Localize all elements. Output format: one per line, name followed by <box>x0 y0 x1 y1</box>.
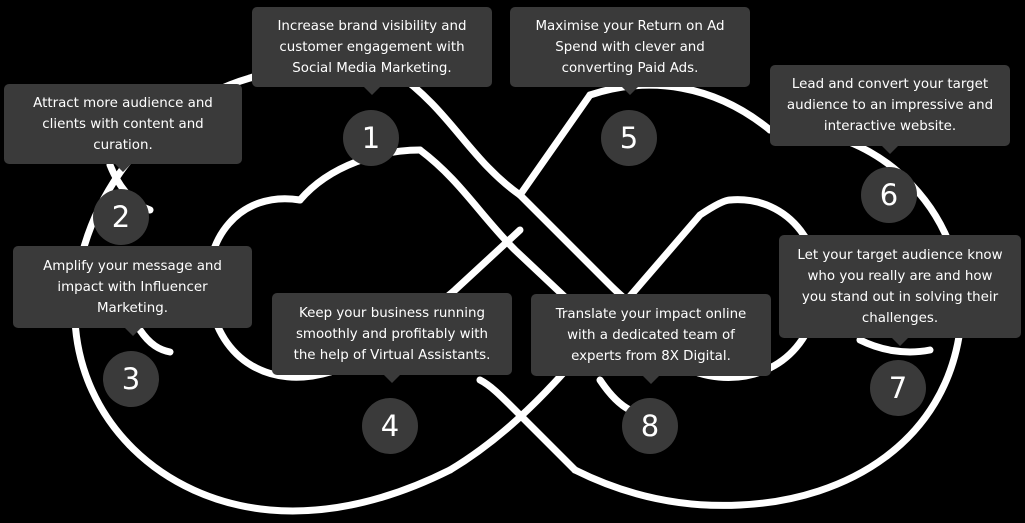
callout-step-8: Translate your impact online with a dedi… <box>531 294 771 384</box>
step-number-badge-8: 8 <box>622 398 678 454</box>
callout-step-4: Keep your business running smoothly and … <box>272 293 512 383</box>
callout-line: customer engagement with <box>279 39 465 55</box>
callout-line: Social Media Marketing. <box>292 60 452 76</box>
cross-ribbon-b <box>416 146 604 334</box>
callout-line: Let your target audience know <box>797 247 1003 263</box>
step-number-badge-5: 5 <box>601 110 657 166</box>
callout-line: Maximise your Return on Ad <box>535 18 725 34</box>
callout-step-3: Amplify your message and impact with Inf… <box>13 246 252 336</box>
right-top-arc <box>586 81 774 134</box>
callout-line: smoothly and profitably with <box>295 326 489 342</box>
step-number-badge-6: 6 <box>861 167 917 223</box>
step-number-badge-2: 2 <box>93 189 149 245</box>
callout-line: Increase brand visibility and <box>277 18 467 34</box>
callout-text-4: Keep your business running smoothly and … <box>294 303 491 366</box>
callout-step-7: Let your target audience know who you re… <box>779 235 1021 346</box>
callout-step-1: Increase brand visibility and customer e… <box>252 7 492 95</box>
tail-7 <box>856 336 934 356</box>
callout-text-6: Lead and convert your target audience to… <box>787 74 993 137</box>
callout-line: Translate your impact online <box>555 306 747 322</box>
callout-text-8: Translate your impact online with a dedi… <box>556 304 747 367</box>
callout-text-7: Let your target audience know who you re… <box>797 245 1002 329</box>
callout-line: who you really are and how <box>807 268 993 284</box>
tail-8 <box>596 376 634 414</box>
callout-line: Keep your business running <box>298 305 485 321</box>
callout-line: you stand out in solving their <box>801 289 999 305</box>
callout-text-5: Maximise your Return on Ad Spend with cl… <box>535 16 724 79</box>
callout-line: Spend with clever and <box>555 39 705 55</box>
callout-line: Marketing. <box>97 300 168 316</box>
callout-step-2: Attract more audience and clients with c… <box>4 84 242 172</box>
callout-step-5: Maximise your Return on Ad Spend with cl… <box>510 7 750 95</box>
callout-line: the help of Virtual Assistants. <box>293 347 491 363</box>
callout-text-3: Amplify your message and impact with Inf… <box>43 256 222 319</box>
step-number-badge-4: 4 <box>362 398 418 454</box>
callout-line: Lead and convert your target <box>791 77 989 92</box>
callout-line: Amplify your message and <box>43 258 222 274</box>
callout-line: converting Paid Ads. <box>561 60 699 76</box>
callout-text-2: Attract more audience and clients with c… <box>33 93 213 156</box>
tail-3 <box>136 326 174 356</box>
callout-step-6: Lead and convert your target audience to… <box>770 65 1010 154</box>
callout-line: audience to an impressive and <box>786 98 994 113</box>
callout-line: challenges. <box>861 310 939 326</box>
step-number-badge-7: 7 <box>870 360 926 416</box>
callout-line: clients with content and <box>42 116 204 132</box>
callout-line: interactive website. <box>823 119 957 134</box>
callout-line: Attract more audience and <box>33 95 213 111</box>
callout-line: with a dedicated team of <box>567 327 735 343</box>
cross-ribbon-f <box>476 376 579 474</box>
callout-line: impact with Influencer <box>57 279 208 295</box>
step-number-badge-3: 3 <box>103 351 159 407</box>
callout-line: experts from 8X Digital. <box>571 348 731 364</box>
step-number-badge-1: 1 <box>343 110 399 166</box>
callout-text-1: Increase brand visibility and customer e… <box>277 16 466 79</box>
cross-ribbon-e <box>516 91 594 199</box>
callout-line: curation. <box>93 137 153 153</box>
